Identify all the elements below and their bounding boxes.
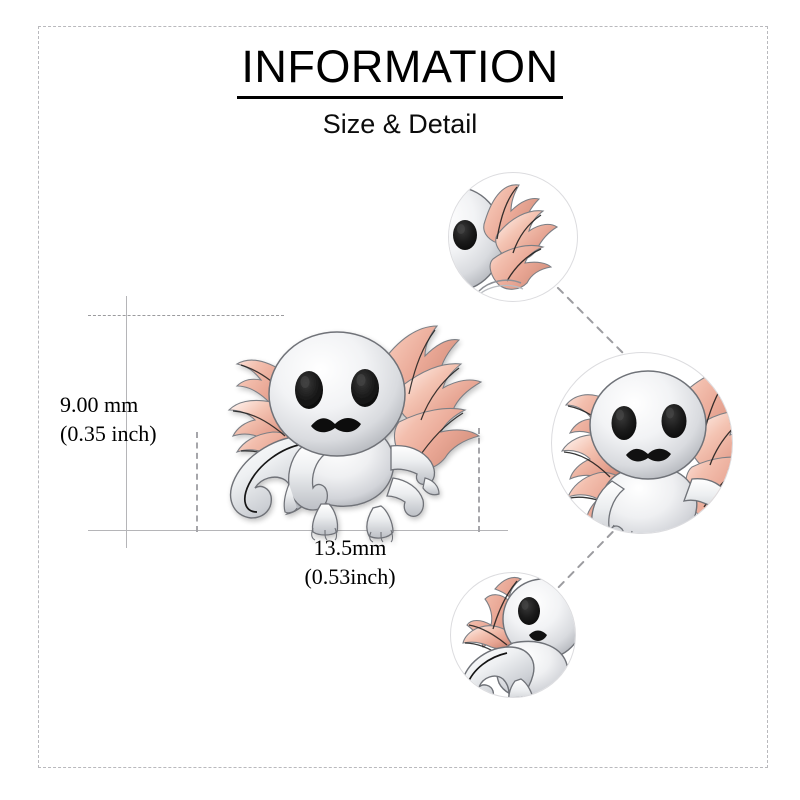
width-value-inch: (0.53inch) bbox=[304, 564, 396, 590]
limbs-right bbox=[386, 444, 440, 517]
width-dimension-label: 13.5mm (0.53inch) bbox=[230, 533, 470, 591]
product-main-figure bbox=[185, 318, 495, 548]
foot-tailview bbox=[508, 678, 534, 697]
eye-right-closeup bbox=[661, 404, 687, 438]
eye-left bbox=[295, 371, 323, 409]
eye-tailview bbox=[518, 597, 540, 625]
page-title: INFORMATION bbox=[237, 44, 563, 99]
mouth-tailview bbox=[529, 630, 547, 641]
feet bbox=[311, 503, 394, 543]
callout-detail-gills-eye[interactable] bbox=[448, 172, 578, 302]
eye-right bbox=[351, 369, 379, 407]
header: INFORMATION Size & Detail bbox=[0, 44, 800, 138]
mouth-closeup bbox=[626, 448, 671, 462]
height-value-mm: 9.00 mm bbox=[60, 392, 139, 417]
callout-detail-tail[interactable] bbox=[450, 572, 576, 698]
page-subtitle: Size & Detail bbox=[322, 109, 478, 139]
guide-line-horizontal-top bbox=[88, 315, 284, 316]
head-closeup bbox=[589, 370, 707, 480]
eye-left-closeup bbox=[611, 406, 637, 440]
height-dimension-label: 9.00 mm (0.35 inch) bbox=[60, 390, 210, 448]
head bbox=[268, 331, 406, 457]
height-value-inch: (0.35 inch) bbox=[60, 421, 157, 447]
mouth bbox=[311, 418, 361, 433]
leg-front-left bbox=[283, 445, 329, 514]
callout-detail-face[interactable] bbox=[551, 352, 733, 534]
eye-closeup bbox=[453, 220, 477, 250]
